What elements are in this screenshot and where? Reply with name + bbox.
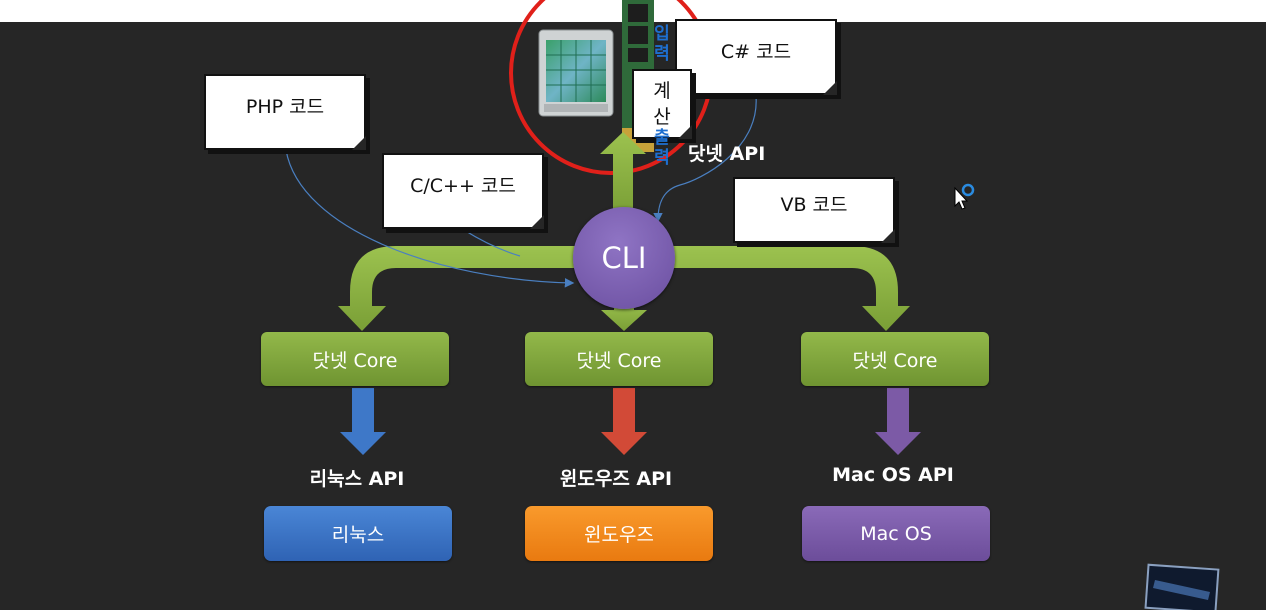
connector-csharp-to-cli (653, 95, 757, 223)
cli-node: CLI (573, 207, 675, 309)
platform-linux: 리눅스 (264, 506, 452, 561)
note-calc-char-1: 계 (653, 80, 671, 102)
note-csharp-label: C# 코드 (720, 40, 792, 63)
platform-mac: Mac OS (802, 506, 990, 561)
core-label: 닷넷 Core (312, 349, 398, 372)
cpu-chip-image (538, 29, 614, 117)
note-calc: 계 산 (632, 69, 692, 139)
dotnet-core-mac: 닷넷 Core (801, 332, 989, 386)
input-char-2: 력 (654, 44, 670, 64)
note-calc-char-2: 산 (653, 106, 671, 128)
connector-cpp-to-cli (463, 229, 521, 257)
window-thumbnail-image (1144, 563, 1220, 610)
note-csharp-code: C# 코드 (675, 19, 837, 95)
note-php-code: PHP 코드 (204, 74, 366, 150)
note-cpp-label: C/C++ 코드 (410, 174, 516, 197)
core-label: 닷넷 Core (576, 349, 662, 372)
flow-branch-left (338, 246, 600, 331)
flow-branch-right (650, 246, 910, 331)
platform-label: 리눅스 (331, 524, 385, 546)
output-char-1: 출 (654, 128, 670, 148)
windows-arrow (601, 388, 647, 455)
input-char-1: 입 (654, 24, 670, 44)
platform-windows: 윈도우즈 (525, 506, 713, 561)
dotnet-core-linux: 닷넷 Core (261, 332, 449, 386)
connector-php-to-cli (285, 149, 575, 288)
linux-api-label: 리눅스 API (309, 468, 405, 490)
platform-label: Mac OS (860, 522, 932, 545)
dotnet-api-label: 닷넷 API (688, 143, 766, 165)
output-vertical-label: 출 력 (653, 128, 671, 168)
windows-api-label: 윈도우즈 API (559, 468, 673, 490)
flow-arrow-up (600, 132, 646, 214)
core-label: 닷넷 Core (852, 349, 938, 372)
flow-arrow-down-center (601, 300, 647, 331)
platform-label: 윈도우즈 (584, 524, 654, 546)
output-char-2: 력 (654, 148, 670, 168)
linux-arrow (340, 388, 386, 455)
mac-api-label: Mac OS API (832, 464, 954, 486)
note-vb-label: VB 코드 (780, 193, 848, 216)
dotnet-core-windows: 닷넷 Core (525, 332, 713, 386)
mac-arrow (875, 388, 921, 455)
note-php-label: PHP 코드 (245, 95, 325, 118)
note-cpp-code: C/C++ 코드 (382, 153, 544, 229)
cli-label: CLI (601, 241, 647, 275)
mouse-cursor-icon (954, 183, 975, 210)
note-vb-code: VB 코드 (733, 177, 895, 243)
input-vertical-label: 입 력 (653, 24, 671, 64)
